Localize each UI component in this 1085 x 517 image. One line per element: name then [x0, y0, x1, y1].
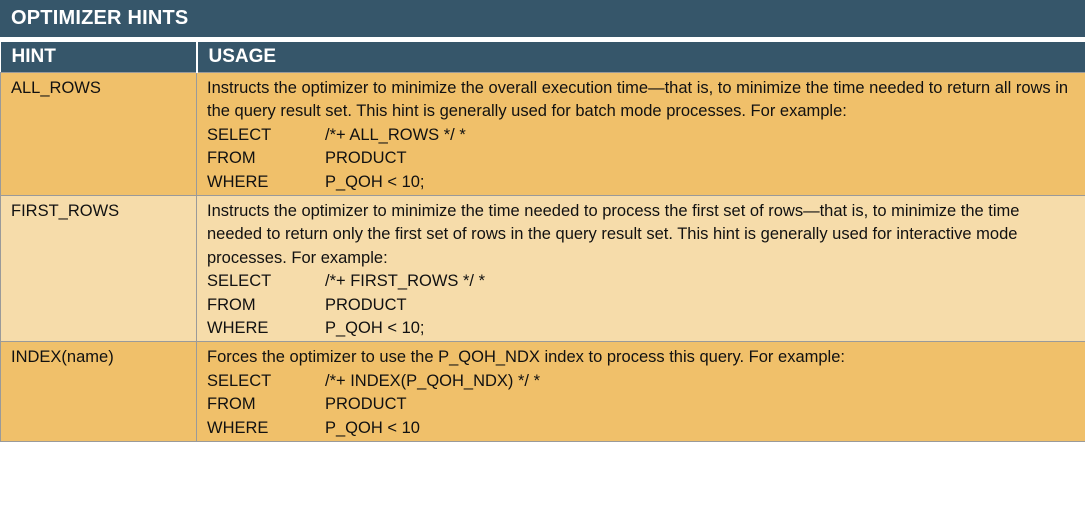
table-row: FIRST_ROWS Instructs the optimizer to mi… — [0, 195, 1085, 343]
sql-example: SELECT /*+ INDEX(P_QOH_NDX) */ * FROM PR… — [207, 370, 1079, 440]
table-header-row: HINT USAGE — [0, 42, 1085, 73]
sql-keyword: WHERE — [207, 172, 269, 191]
sql-clause: PRODUCT — [325, 149, 407, 168]
sql-clause: P_QOH < 10 — [325, 418, 420, 437]
sql-clause: P_QOH < 10; — [325, 319, 425, 338]
hint-name: FIRST_ROWS — [0, 195, 197, 343]
usage-cell: Instructs the optimizer to minimize the … — [196, 195, 1085, 343]
usage-description: Instructs the optimizer to minimize the … — [207, 202, 1020, 267]
sql-keyword: SELECT — [207, 371, 272, 390]
sql-example: SELECT /*+ ALL_ROWS */ * FROM PRODUCT WH… — [207, 124, 1079, 194]
column-header-hint: HINT — [0, 42, 198, 73]
sql-keyword: SELECT — [207, 125, 272, 144]
sql-clause: PRODUCT — [325, 295, 407, 314]
usage-description: Forces the optimizer to use the P_QOH_ND… — [207, 348, 845, 367]
column-header-usage: USAGE — [196, 42, 1085, 73]
sql-keyword: SELECT — [207, 272, 272, 291]
sql-example: SELECT /*+ FIRST_ROWS */ * FROM PRODUCT … — [207, 270, 1079, 340]
hint-name: ALL_ROWS — [0, 71, 197, 197]
usage-description: Instructs the optimizer to minimize the … — [207, 79, 1069, 121]
table-row: INDEX(name) Forces the optimizer to use … — [0, 341, 1085, 443]
sql-clause: /*+ INDEX(P_QOH_NDX) */ * — [325, 371, 541, 390]
figure-title: OPTIMIZER HINTS — [0, 0, 1085, 37]
sql-clause: /*+ ALL_ROWS */ * — [325, 125, 466, 144]
usage-cell: Forces the optimizer to use the P_QOH_ND… — [196, 341, 1085, 443]
sql-keyword: FROM — [207, 295, 256, 314]
hint-name: INDEX(name) — [0, 341, 197, 443]
table-row: ALL_ROWS Instructs the optimizer to mini… — [0, 71, 1085, 197]
sql-keyword: WHERE — [207, 418, 269, 437]
sql-keyword: FROM — [207, 149, 256, 168]
sql-keyword: FROM — [207, 395, 256, 414]
sql-keyword: WHERE — [207, 319, 269, 338]
sql-clause: /*+ FIRST_ROWS */ * — [325, 272, 485, 291]
hints-table: HINT USAGE ALL_ROWS Instructs the optimi… — [0, 42, 1085, 443]
sql-clause: PRODUCT — [325, 395, 407, 414]
sql-clause: P_QOH < 10; — [325, 172, 425, 191]
usage-cell: Instructs the optimizer to minimize the … — [196, 71, 1085, 197]
